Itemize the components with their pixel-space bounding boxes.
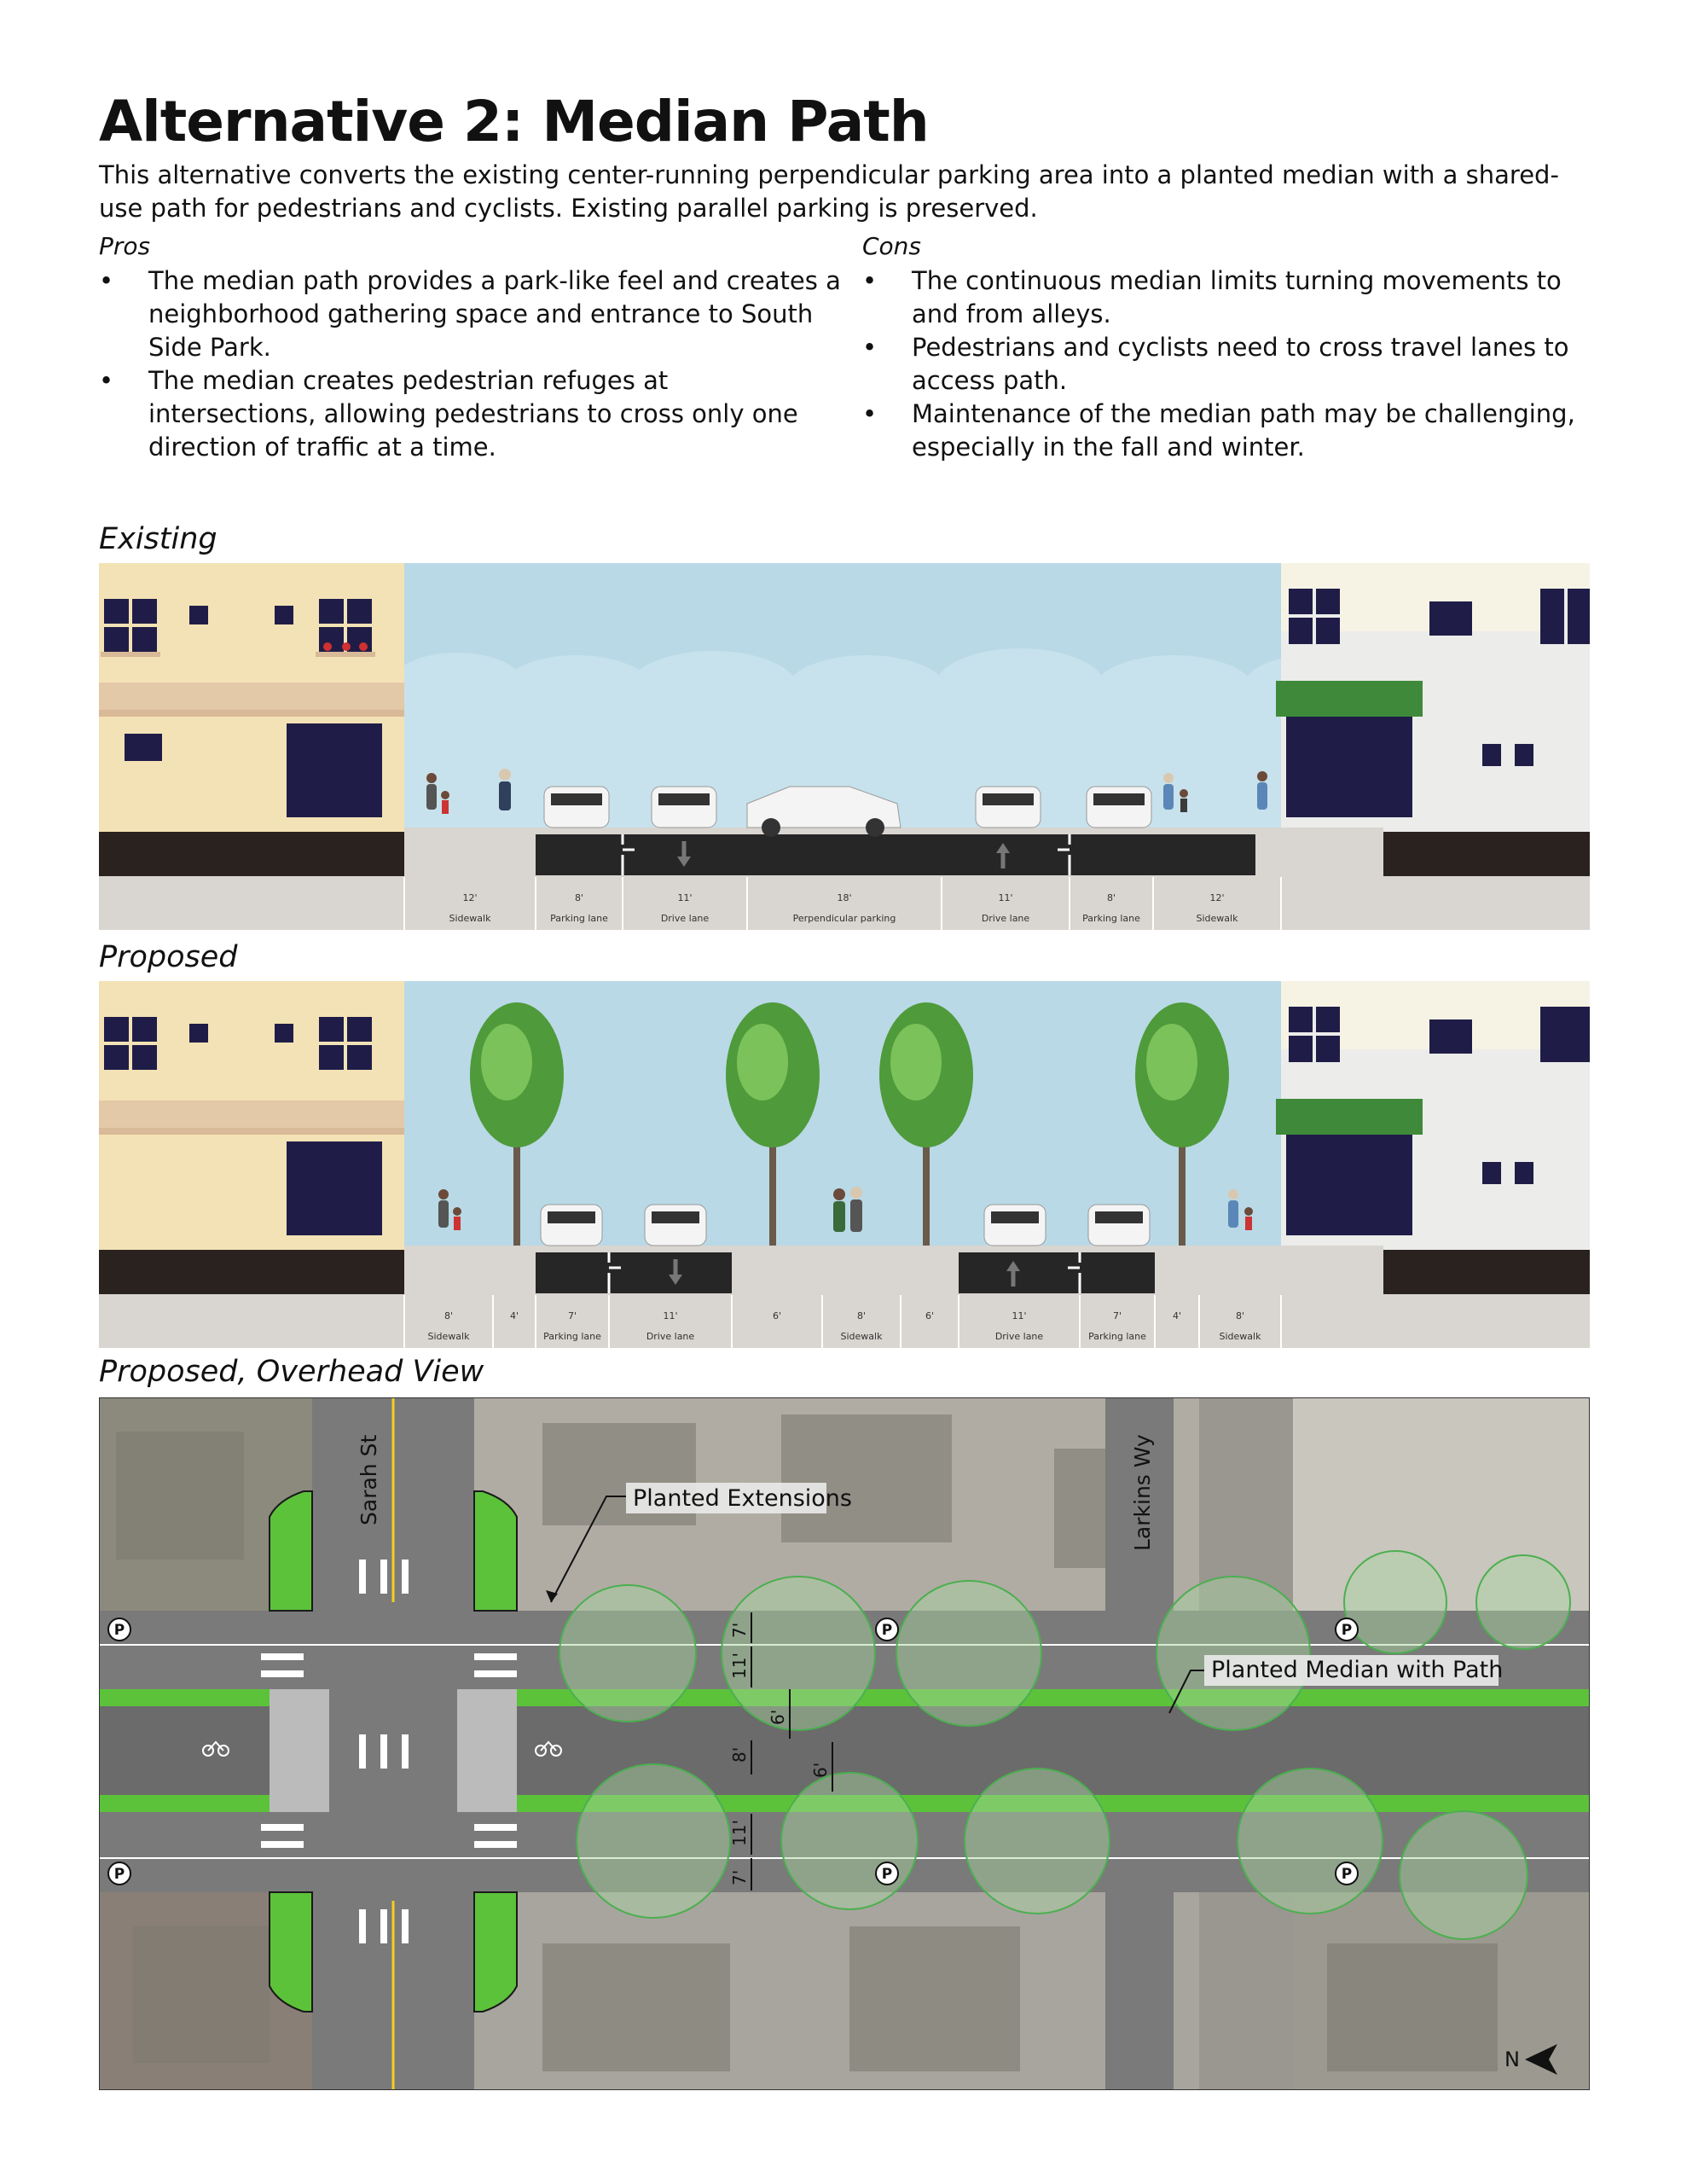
cons-item: Maintenance of the median path may be ch… xyxy=(862,398,1604,464)
tree-canopy xyxy=(559,1550,1571,1940)
segment-width: 11' xyxy=(677,892,692,903)
segment-width: 11' xyxy=(998,892,1012,903)
segment-width: 4' xyxy=(510,1310,519,1321)
parking-label: P xyxy=(114,1622,125,1639)
pros-heading: Pros xyxy=(99,232,151,260)
cons-item: Pedestrians and cyclists need to cross t… xyxy=(862,331,1604,398)
segment-width: 8' xyxy=(857,1310,866,1321)
segment-name: Parking lane xyxy=(550,913,608,924)
segment-name: Sidewalk xyxy=(428,1331,471,1342)
segment-width: 7' xyxy=(1113,1310,1122,1321)
pedestrian-icon xyxy=(426,769,1267,814)
segment-name: Parking lane xyxy=(1088,1331,1146,1342)
segment-width: 18' xyxy=(837,892,851,903)
existing-label: Existing xyxy=(99,522,217,556)
segment-name: Perpendicular parking xyxy=(793,913,896,924)
segment-name: Drive lane xyxy=(661,913,710,924)
segment-width: 8' xyxy=(1107,892,1116,903)
arrow-down-icon xyxy=(669,1275,682,1285)
segment-name: Sidewalk xyxy=(1197,913,1239,924)
existing-cross-section: 12' Sidewalk 8' Parking lane 11' Drive lane 18… xyxy=(99,563,1590,930)
pros-item: The median creates pedestrian refuges at… xyxy=(99,364,841,464)
segment-name: Drive lane xyxy=(995,1331,1044,1342)
arrow-up-icon xyxy=(1006,1261,1020,1271)
page-title: Alternative 2: Median Path xyxy=(99,89,930,154)
segment-width: 7' xyxy=(568,1310,577,1321)
dimension-label: 11' xyxy=(729,1820,750,1846)
dimension-label: 7' xyxy=(729,1623,750,1638)
dimension-markers xyxy=(751,1612,833,1891)
window-icon xyxy=(101,599,160,657)
dimension-label: 6' xyxy=(810,1763,831,1778)
tree-icon xyxy=(470,1002,1229,1246)
segment-width: 11' xyxy=(663,1310,677,1321)
north-label: N xyxy=(1504,2048,1520,2071)
north-arrow-icon xyxy=(1525,2044,1557,2075)
segment-width: 8' xyxy=(444,1310,453,1321)
dimension-label: 7' xyxy=(729,1870,750,1885)
intro-paragraph: This alternative converts the existing c… xyxy=(99,160,1559,223)
segment-name: Parking lane xyxy=(543,1331,601,1342)
callout-planted-median: Planted Median with Path xyxy=(1211,1657,1503,1683)
street-label-sarah: Sarah St xyxy=(357,1435,381,1525)
segment-width: 12' xyxy=(462,892,477,903)
cons-heading: Cons xyxy=(862,232,922,260)
roadway xyxy=(536,834,1255,875)
overhead-label: Proposed, Overhead View xyxy=(99,1355,484,1389)
existing-dimension-strip: 12' Sidewalk 8' Parking lane 11' Drive lane 18… xyxy=(403,877,1282,930)
segment-name: Drive lane xyxy=(646,1331,695,1342)
segment-width: 4' xyxy=(1173,1310,1181,1321)
segment-name: Parking lane xyxy=(1082,913,1140,924)
segment-name: Drive lane xyxy=(982,913,1030,924)
callout-planted-extensions: Planted Extensions xyxy=(633,1485,852,1512)
pedestrian-icon xyxy=(438,1187,1253,1232)
segment-name: Sidewalk xyxy=(449,913,492,924)
segment-width: 8' xyxy=(1236,1310,1244,1321)
arrow-up-icon xyxy=(996,843,1010,868)
segment-width: 6' xyxy=(925,1310,934,1321)
segment-name: Sidewalk xyxy=(841,1331,884,1342)
overhead-plan-view: P P P P P P Sarah St Larkins Wy Planted … xyxy=(99,1397,1590,2090)
proposed-label: Proposed xyxy=(99,940,238,974)
cons-list: The continuous median limits turning mov… xyxy=(862,264,1604,464)
segment-width: 8' xyxy=(575,892,583,903)
parking-label: P xyxy=(882,1622,892,1639)
proposed-dimension-strip: 8' Sidewalk 4' 7' Parking lane 11' Drive lane 6… xyxy=(403,1295,1282,1348)
parking-label: P xyxy=(882,1866,892,1883)
parking-label: P xyxy=(114,1866,125,1883)
segment-width: 11' xyxy=(1012,1310,1026,1321)
arrow-down-icon xyxy=(677,841,691,867)
segment-name: Sidewalk xyxy=(1220,1331,1262,1342)
segment-width: 12' xyxy=(1209,892,1224,903)
median-path xyxy=(517,1689,1590,1812)
parking-icon xyxy=(107,1618,1359,1885)
segment-width: 6' xyxy=(773,1310,781,1321)
parking-label: P xyxy=(1342,1866,1352,1883)
dimension-label: 6' xyxy=(768,1710,788,1725)
pros-item: The median path provides a park-like fee… xyxy=(99,264,841,364)
street-label-larkins: Larkins Wy xyxy=(1130,1434,1155,1551)
dimension-label: 11' xyxy=(729,1653,750,1679)
planted-extension xyxy=(269,1490,518,2013)
proposed-cross-section: 8' Sidewalk 4' 7' Parking lane 11' Drive lane 6… xyxy=(99,981,1590,1348)
parking-label: P xyxy=(1342,1622,1352,1639)
cons-item: The continuous median limits turning mov… xyxy=(862,264,1604,331)
pros-list: The median path provides a park-like fee… xyxy=(99,264,841,464)
dimension-label: 8' xyxy=(729,1747,750,1763)
bike-icon xyxy=(202,1740,562,1757)
